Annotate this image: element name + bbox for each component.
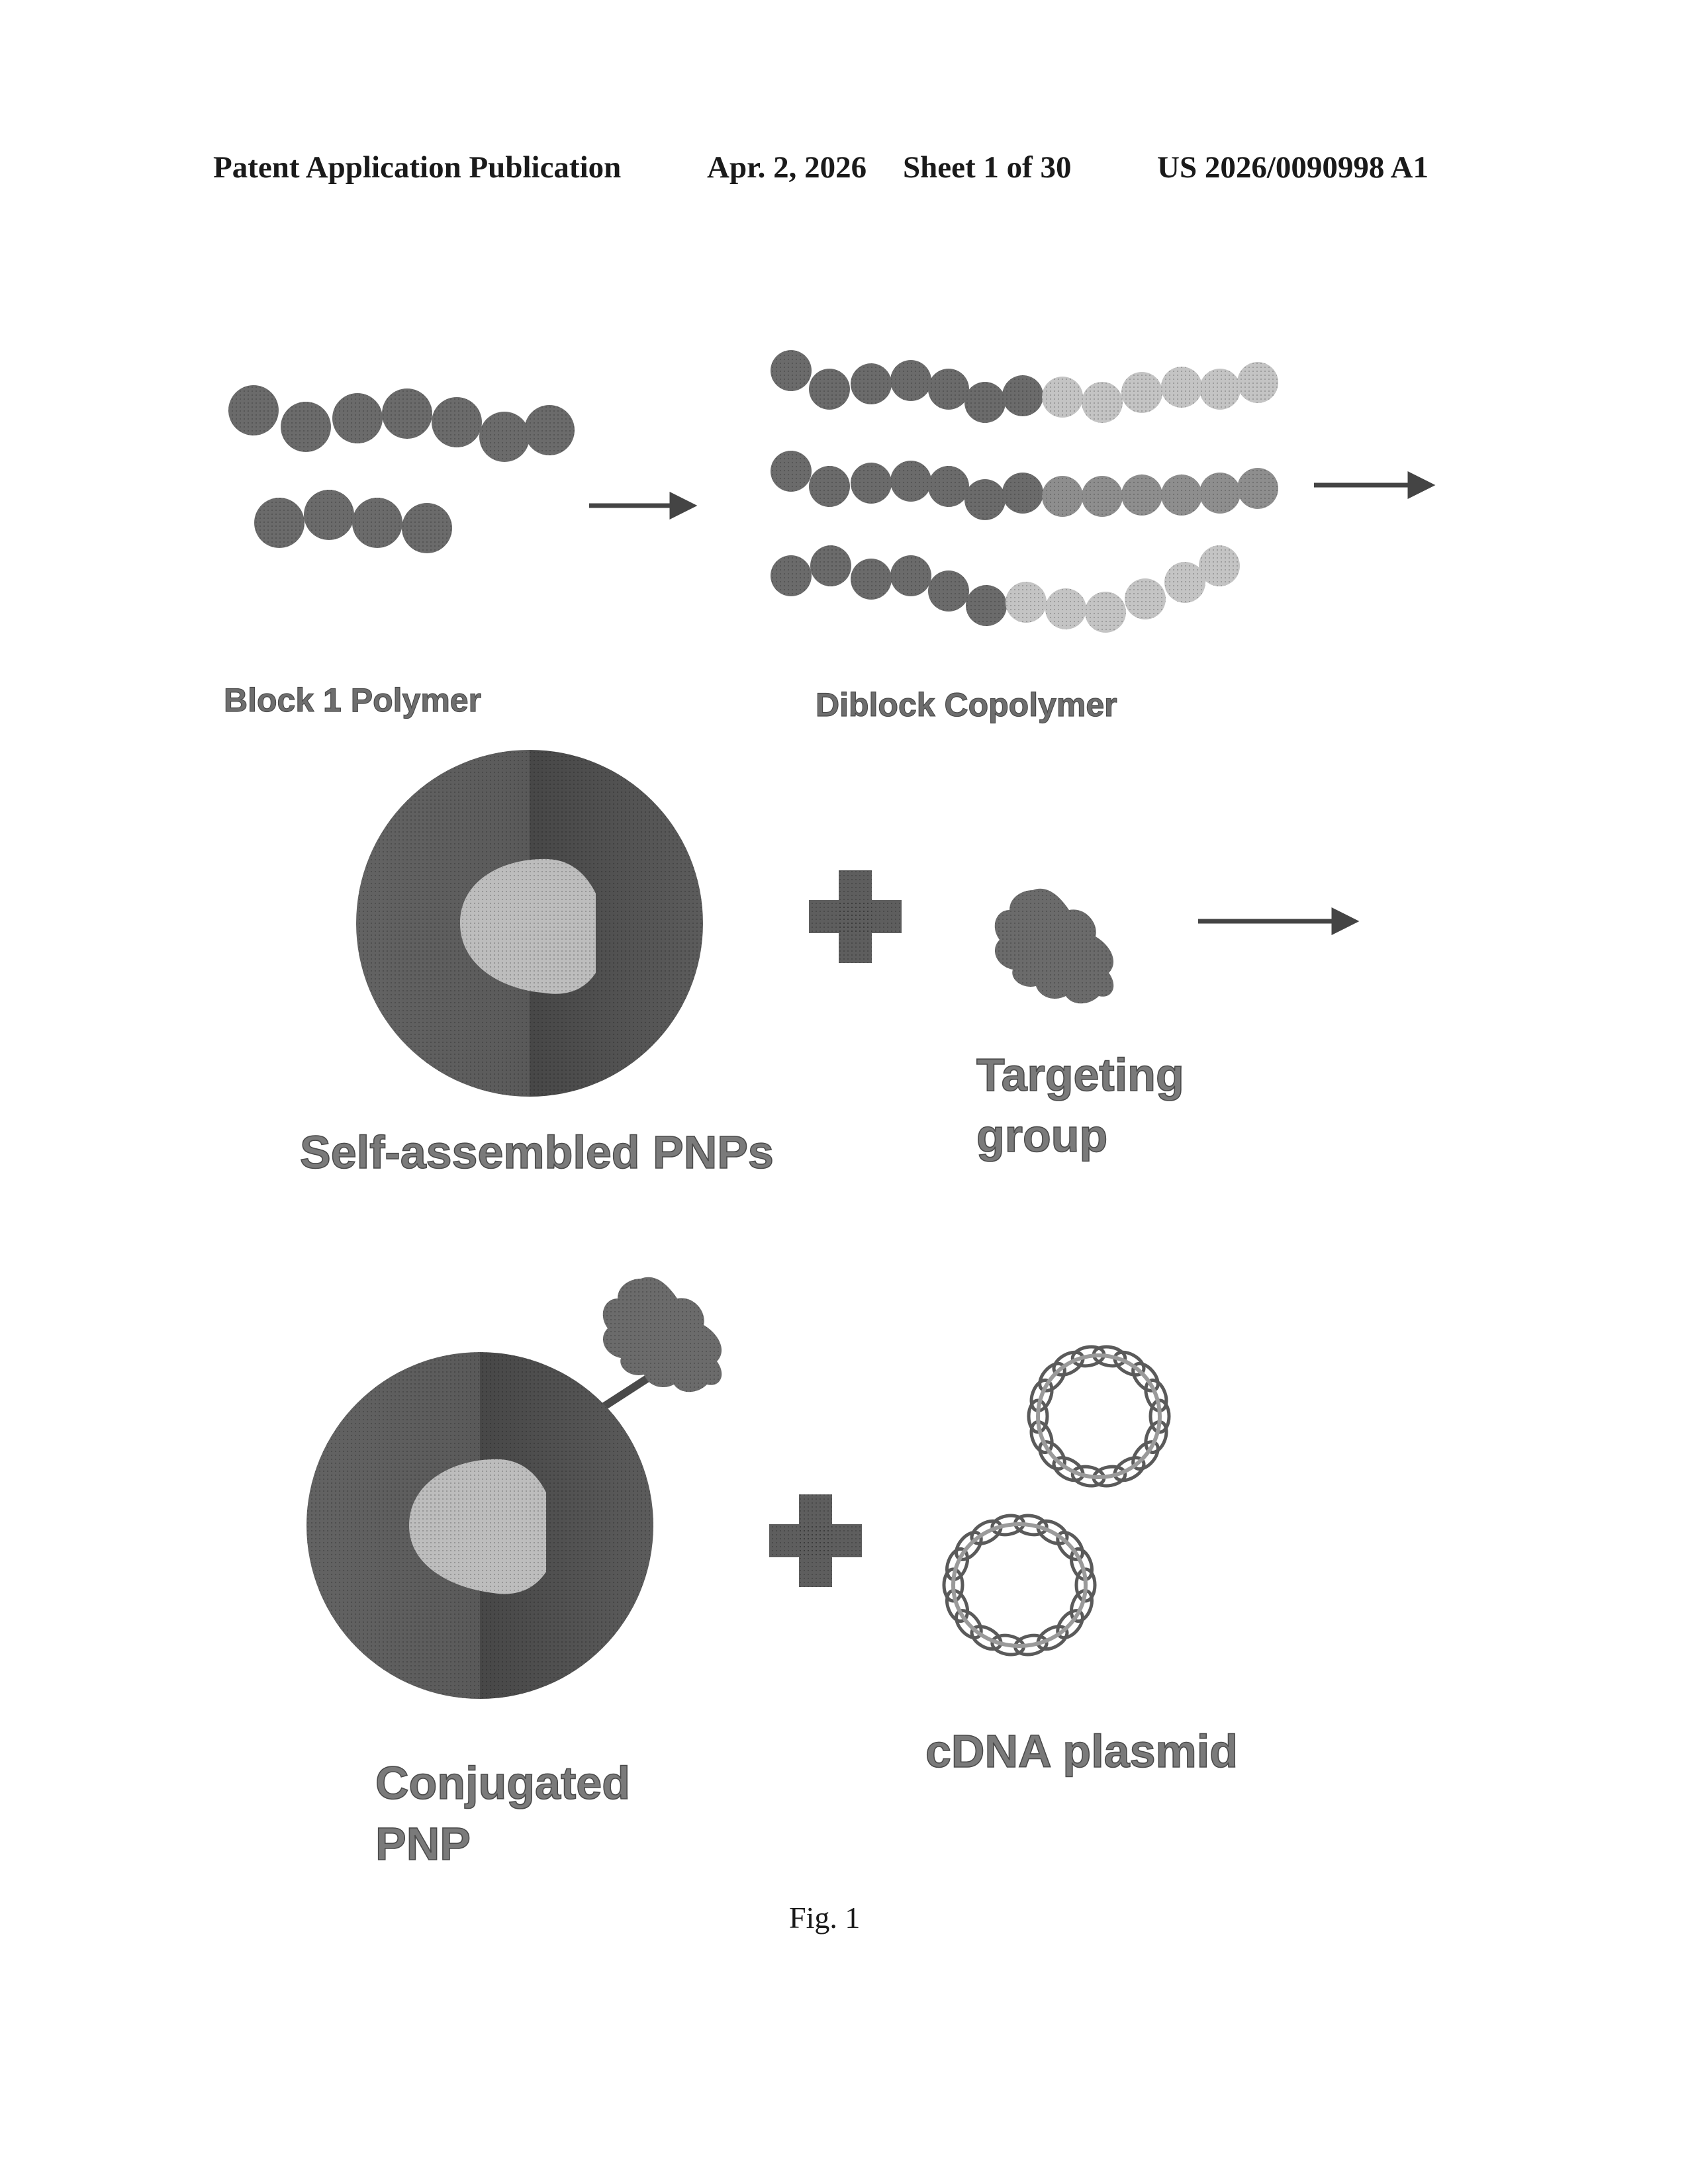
header-date: Apr. 2, 2026 (707, 150, 867, 185)
diblock-bead-block2-texture (1237, 468, 1278, 509)
block1-bead-texture (332, 393, 383, 443)
diblock-bead-block2-texture (1199, 369, 1241, 410)
self-assembled-pnp (356, 750, 703, 1097)
label-diblock-copolymer: Diblock Copolymer (816, 686, 1117, 723)
label-targeting: Targeting (976, 1049, 1184, 1101)
diblock-bead-block1-texture (771, 555, 812, 596)
diblock-bead-block1-texture (851, 363, 892, 404)
label-conjugated: Conjugated (375, 1757, 630, 1809)
block1-bead-texture (402, 503, 452, 553)
diblock-bead-block1-texture (809, 369, 850, 410)
header-number: US 2026/0090998 A1 (1157, 150, 1429, 185)
block1-bead-texture (352, 498, 402, 548)
diblock-bead-block2-texture (1161, 475, 1202, 516)
label-block1-polymer: Block 1 Polymer (224, 682, 481, 719)
diblock-bead-block1-texture (851, 559, 892, 600)
diblock-bead-block2-texture (1082, 476, 1123, 517)
cdna-plasmid-lower (943, 1513, 1096, 1657)
block1-polymer-chains (228, 385, 575, 553)
diblock-bead-block1-texture (890, 555, 931, 596)
header-publication: Patent Application Publication (213, 150, 621, 185)
diblock-bead-block2-texture (1161, 367, 1202, 408)
diblock-bead-block2-texture (1042, 476, 1083, 517)
diblock-bead-block2-texture (1006, 582, 1047, 623)
label-cdna-plasmid: cDNA plasmid (925, 1725, 1238, 1777)
diblock-bead-block1-texture (810, 545, 851, 586)
diblock-bead-block1-texture (966, 585, 1007, 626)
diblock-bead-block2-texture (1237, 362, 1278, 403)
diblock-bead-block1-texture (771, 451, 812, 492)
diblock-bead-block1-texture (1002, 375, 1043, 416)
plus-sign-1 (809, 870, 902, 963)
block1-bead-texture (254, 498, 305, 548)
diblock-bead-block2-texture (1042, 377, 1083, 418)
diblock-bead-block2-texture (1199, 473, 1241, 514)
diblock-bead-block2-texture (1121, 372, 1162, 413)
block1-bead-texture (228, 385, 279, 435)
plasmid-backbone (953, 1524, 1086, 1646)
diblock-bead-block1-texture (771, 350, 812, 391)
conjugated-targeting-group (603, 1277, 722, 1392)
diblock-bead-block1-texture (964, 382, 1006, 423)
block1-bead-texture (479, 412, 530, 462)
diblock-bead-block2-texture (1045, 588, 1086, 629)
targeting-group-shape (995, 889, 1113, 1004)
block1-bead-texture (304, 490, 354, 540)
diblock-copolymer-chains (771, 350, 1278, 633)
plus-sign-2 (769, 1494, 862, 1587)
figure-caption: Fig. 1 (789, 1901, 860, 1934)
diblock-bead-block1-texture (890, 461, 931, 502)
diblock-bead-block1-texture (1002, 473, 1043, 514)
diblock-bead-block1-texture (851, 463, 892, 504)
conjugated-pnp (306, 1277, 722, 1699)
label-pnp: PNP (375, 1818, 471, 1870)
diblock-bead-block2-texture (1125, 578, 1166, 619)
diblock-bead-block2-texture (1199, 545, 1240, 586)
diblock-bead-block1-texture (928, 466, 969, 507)
cdna-plasmid-upper (1027, 1344, 1170, 1488)
diblock-bead-block1-texture (890, 360, 931, 401)
diblock-bead-block1-texture (964, 479, 1006, 520)
block1-bead-texture (524, 405, 575, 455)
diblock-bead-block2-texture (1121, 475, 1162, 516)
label-self-assembled-pnps: Self-assembled PNPs (300, 1126, 774, 1178)
diblock-bead-block2-texture (1082, 382, 1123, 423)
plasmid-backbone (1038, 1355, 1160, 1477)
diblock-bead-block2-texture (1085, 592, 1126, 633)
diblock-bead-block1-texture (809, 466, 850, 507)
label-group: group (976, 1110, 1107, 1161)
diblock-bead-block1-texture (928, 570, 969, 612)
block1-bead-texture (281, 402, 331, 452)
diblock-bead-block1-texture (928, 369, 969, 410)
block1-bead-texture (432, 397, 482, 447)
header-sheet: Sheet 1 of 30 (903, 150, 1072, 185)
block1-bead-texture (382, 388, 432, 439)
